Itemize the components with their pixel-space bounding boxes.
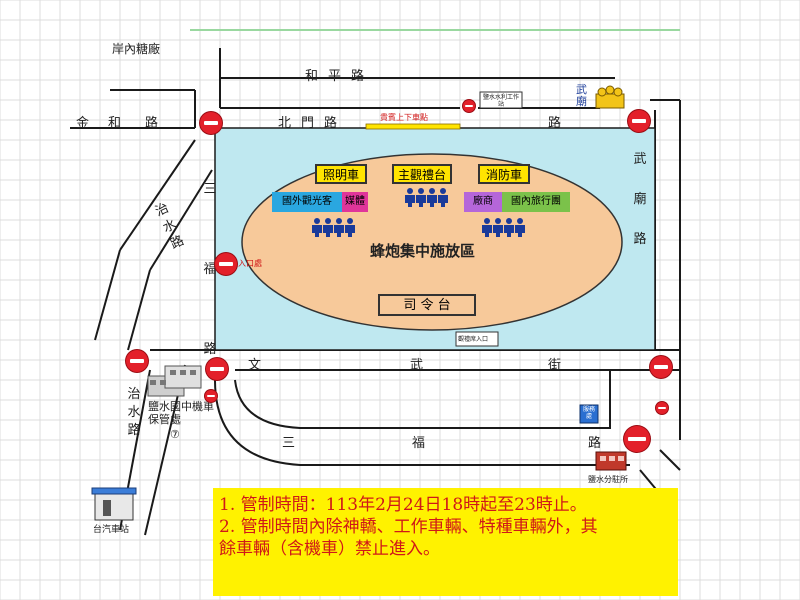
spectator-icon	[482, 218, 492, 237]
lighting-vehicle-box: 照明車	[315, 164, 367, 184]
vendors-box: 廠商	[464, 192, 502, 212]
wumiao-road-label: 武廟路	[633, 152, 647, 247]
beimen-road-east-label: 路	[548, 116, 572, 131]
no-entry-sign-sanfu-east	[624, 426, 650, 452]
temple-icon	[595, 85, 625, 109]
vip-dropoff-bar	[365, 123, 461, 130]
no-entry-sign-east-small	[656, 402, 668, 414]
ticket-booth	[579, 404, 599, 424]
bus-station-label: 台汽車站	[93, 525, 130, 535]
no-entry-sign-beimen-west	[200, 112, 222, 134]
firecracker-zone-label: 蜂炮集中施放區	[370, 242, 476, 260]
wumiao-temple-label: 武廟	[576, 83, 587, 108]
spectator-icon	[515, 218, 525, 237]
spectator-icon	[504, 218, 514, 237]
no-entry-sign-entrance	[215, 253, 237, 275]
sanfu-road-south-b: 福	[412, 436, 436, 451]
jinhe-road-c: 路	[145, 116, 169, 131]
entrance-label: 入口處	[238, 259, 262, 268]
spectator-icon	[427, 188, 437, 207]
school-building	[147, 365, 202, 397]
no-entry-sign-wenwu-west	[126, 350, 148, 372]
no-entry-sign-school	[205, 390, 217, 402]
spectator-icon	[334, 218, 344, 237]
wenwu-st-b: 武	[410, 358, 434, 373]
ticket-booth-label: 服務處	[582, 406, 595, 420]
bus-station-icon	[91, 487, 137, 521]
water-station-box	[479, 91, 523, 109]
zhishui-road-lower-label: 治水路	[127, 387, 141, 438]
heping-road-label: 和平路	[305, 69, 375, 84]
police-label: 鹽水分駐所	[588, 475, 628, 484]
small-sign-label: 觀禮席入口	[458, 336, 489, 343]
notice-line-3: 餘車輛（含機車）禁止進入。	[219, 539, 440, 559]
sanfu-road-south-c: 路	[588, 436, 612, 451]
sanfu-road-west-label: 三福路	[203, 182, 217, 357]
no-entry-sign-beimen-east	[628, 110, 650, 132]
fire-vehicle-box: 消防車	[478, 164, 530, 184]
wenwu-st-a: 文	[248, 358, 272, 373]
jinhe-road-a: 金	[76, 116, 100, 131]
vip-dropoff-label: 貴賓上下車點	[380, 113, 428, 122]
no-entry-sign-wenwu-east	[650, 356, 672, 378]
wenwu-st-c: 街	[548, 358, 572, 373]
jinhe-road-b: 和	[108, 116, 132, 131]
domestic-tour-box: 國內旅行團	[502, 192, 570, 212]
foreign-tourist-box: 國外觀光客	[272, 192, 342, 212]
spectator-icon	[345, 218, 355, 237]
notice-line-1: 1. 管制時間：113年2月24日18時起至23時止。	[219, 495, 587, 515]
school-number: ⑦	[170, 428, 180, 441]
notice-line-2: 2. 管制時間內除神轎、工作車輛、特種車輛外，其	[219, 517, 598, 537]
beimen-road-label: 北門路	[278, 116, 348, 131]
no-entry-sign-wenwu-west2	[206, 358, 228, 380]
sanfu-road-south-a: 三	[282, 436, 306, 451]
spectator-icon	[312, 218, 322, 237]
sugar-factory-label: 岸內糖廠	[112, 42, 161, 56]
spectator-icon	[405, 188, 415, 207]
no-entry-sign-beimen-mid	[463, 100, 475, 112]
spectator-icon	[493, 218, 503, 237]
spectator-icon	[323, 218, 333, 237]
water-station-label: 鹽水水利工作站	[482, 94, 519, 108]
spectator-icon	[416, 188, 426, 207]
main-stage-box: 主觀禮台	[392, 164, 452, 184]
police-station-icon	[595, 451, 627, 471]
small-sign-box	[455, 331, 499, 347]
school-label: 鹽水國中機車保管處	[148, 400, 214, 426]
media-box: 媒體	[342, 192, 368, 212]
spectator-icon	[438, 188, 448, 207]
command-stage-box: 司 令 台	[378, 294, 476, 316]
traffic-control-notice: 1. 管制時間：113年2月24日18時起至23時止。 2. 管制時間內除神轎、…	[213, 488, 678, 596]
